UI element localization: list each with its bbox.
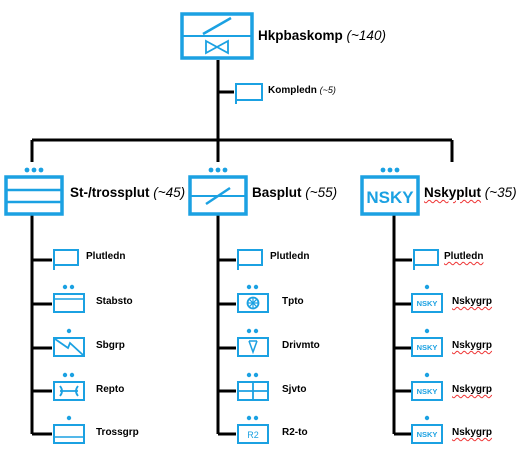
nsky-icon (411, 381, 443, 401)
nsky-icon (411, 293, 443, 313)
branch-name: Nskyplut (424, 185, 482, 200)
child-connectors (32, 258, 412, 436)
nsky-icon (411, 424, 443, 444)
branch-symbol-icon (4, 175, 64, 216)
staff-count: (~5) (319, 85, 336, 95)
branch-name: St-/trossplut (70, 185, 150, 200)
signal-icon (53, 337, 85, 357)
child-label: Nskygrp (452, 340, 493, 351)
transport-icon (237, 293, 269, 313)
child-label: Nskygrp (452, 296, 493, 307)
branch-label: Basplut (~55) (252, 185, 337, 200)
branch-symbol-icon (360, 175, 420, 216)
nsky-badge: NSKY (417, 387, 438, 396)
child-label: Nskygrp (452, 384, 493, 395)
root-name: Hkpbaskomp (258, 28, 343, 43)
nsky-icon (411, 337, 443, 357)
nsky-badge: NSKY (417, 299, 438, 308)
connector-lines (30, 60, 454, 434)
supply-icon (53, 424, 85, 444)
root-count: (~140) (346, 28, 386, 43)
echelon-dots (24, 167, 430, 421)
child-label: Stabsto (96, 296, 133, 307)
branch-label: Nskyplut (~35) (424, 185, 517, 200)
child-label: Plutledn (86, 251, 126, 262)
child-label: Tpto (282, 296, 304, 307)
root-label: Hkpbaskomp (~140) (258, 28, 386, 43)
staff-label: Kompledn (~5) (268, 85, 336, 96)
child-label: Sbgrp (96, 340, 125, 351)
r2-icon (237, 424, 269, 444)
flag-icon (413, 249, 439, 270)
branch-count: (~35) (484, 185, 517, 200)
child-label: Plutledn (444, 251, 484, 262)
medical-icon (237, 381, 269, 401)
branch-name: Basplut (252, 185, 302, 200)
stab-icon (53, 293, 85, 313)
branch-count: (~45) (153, 185, 186, 200)
repair-icon (53, 381, 85, 401)
nsky-badge: NSKY (417, 430, 438, 439)
root-unit-symbol-icon (180, 12, 254, 60)
branch-symbol-icon (188, 175, 248, 216)
staff-flag-icon (235, 83, 263, 104)
branch-badge: NSKY (366, 188, 414, 207)
flag-icon (237, 249, 263, 270)
fuel-icon (237, 337, 269, 357)
child-label: Repto (96, 384, 125, 395)
branch-count: (~55) (305, 185, 338, 200)
child-label: Trossgrp (96, 427, 139, 438)
child-label: Plutledn (270, 251, 310, 262)
child-label: Drivmto (282, 340, 320, 351)
r2-badge: R2 (247, 430, 259, 440)
flag-icon (53, 249, 79, 270)
child-label: Nskygrp (452, 427, 493, 438)
branch-label: St-/trossplut (~45) (70, 185, 185, 200)
child-label: Sjvto (282, 384, 307, 395)
child-label: R2-to (282, 427, 308, 438)
staff-name: Kompledn (268, 85, 317, 96)
nsky-badge: NSKY (417, 343, 438, 352)
